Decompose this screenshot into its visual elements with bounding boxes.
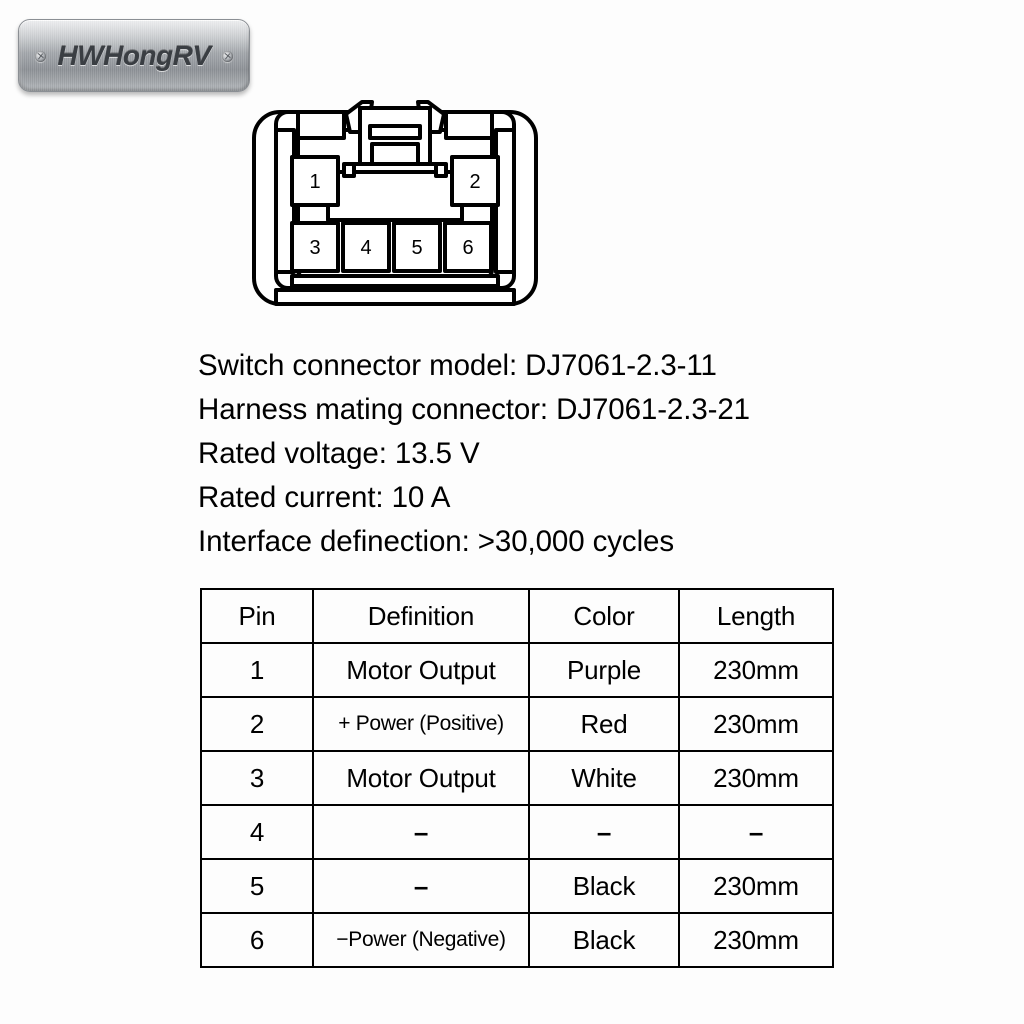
screw-icon-left xyxy=(35,50,46,62)
cell-pin: 3 xyxy=(200,750,314,806)
table-row: 6 −Power (Negative) Black 230mm xyxy=(200,912,834,968)
spec-line-switch-connector-model: Switch connector model: DJ7061-2.3-11 xyxy=(198,349,717,382)
pin-cavity-6 xyxy=(443,221,493,273)
table-row: 2 + Power (Positive) Red 230mm xyxy=(200,696,834,752)
table-row: 5 – Black 230mm xyxy=(200,858,834,914)
table-header-row: Pin Definition Color Length xyxy=(200,588,834,644)
connector-bottom-bar xyxy=(290,274,500,288)
spec-line-rated-voltage: Rated voltage: 13.5 V xyxy=(198,437,480,470)
column-header-length: Length xyxy=(678,588,834,644)
cell-definition: Motor Output xyxy=(312,642,530,698)
cell-length: 230mm xyxy=(678,858,834,914)
column-header-color: Color xyxy=(528,588,680,644)
cell-pin: 4 xyxy=(200,804,314,860)
pin-number-3: 3 xyxy=(309,237,320,259)
pin-number-6: 6 xyxy=(462,237,473,259)
pin-number-4: 4 xyxy=(360,237,371,259)
brushed-metal-texture xyxy=(19,20,249,91)
cell-color: Red xyxy=(528,696,680,752)
screw-icon-right xyxy=(222,50,233,62)
cell-length: 230mm xyxy=(678,912,834,968)
pin-cavity-1 xyxy=(290,155,340,207)
column-header-definition: Definition xyxy=(312,588,530,644)
cell-pin: 5 xyxy=(200,858,314,914)
cell-color: White xyxy=(528,750,680,806)
cell-color: Black xyxy=(528,858,680,914)
cell-color: – xyxy=(528,804,680,860)
connector-diagram: 1 2 3 4 5 6 xyxy=(250,98,540,318)
center-rib-right xyxy=(434,162,448,178)
center-rib-left xyxy=(342,162,356,178)
connector-bottom-lip xyxy=(274,288,516,306)
pin-number-5: 5 xyxy=(411,237,422,259)
table-row: 3 Motor Output White 230mm xyxy=(200,750,834,806)
cell-definition: Motor Output xyxy=(312,750,530,806)
table-row: 1 Motor Output Purple 230mm xyxy=(200,642,834,698)
connector-shoulder-left xyxy=(296,110,346,140)
pin-number-2: 2 xyxy=(469,171,480,193)
spec-line-interface-definection: Interface definection: >30,000 cycles xyxy=(198,525,674,558)
plate-sheen xyxy=(19,20,249,53)
cell-length: 230mm xyxy=(678,642,834,698)
cell-pin: 1 xyxy=(200,642,314,698)
pin-number-1: 1 xyxy=(309,171,320,193)
pin-cavity-2 xyxy=(450,155,500,207)
specification-list: Switch connector model: DJ7061-2.3-11 Ha… xyxy=(198,344,898,564)
center-keying-block xyxy=(326,170,464,222)
pin-cavity-3 xyxy=(290,221,340,273)
brand-logo-plate: HWHongRV xyxy=(18,19,250,92)
latch-slot-upper xyxy=(368,124,422,140)
spec-line-rated-current: Rated current: 10 A xyxy=(198,481,451,514)
pin-cavity-4 xyxy=(341,221,391,273)
connector-svg: 1 2 3 4 5 6 xyxy=(252,100,538,306)
pinout-table: Pin Definition Color Length 1 Motor Outp… xyxy=(200,588,834,968)
pin-cavity-5 xyxy=(392,221,442,273)
cell-color: Black xyxy=(528,912,680,968)
cell-length: 230mm xyxy=(678,696,834,752)
cell-definition: + Power (Positive) xyxy=(312,696,530,752)
cell-length: – xyxy=(678,804,834,860)
cell-definition: – xyxy=(312,858,530,914)
cell-length: 230mm xyxy=(678,750,834,806)
cell-pin: 2 xyxy=(200,696,314,752)
column-header-pin: Pin xyxy=(200,588,314,644)
table-row: 4 – – – xyxy=(200,804,834,860)
connector-shoulder-right xyxy=(444,110,494,140)
spec-line-harness-mating-connector: Harness mating connector: DJ7061-2.3-21 xyxy=(198,393,750,426)
cell-definition: −Power (Negative) xyxy=(312,912,530,968)
cell-color: Purple xyxy=(528,642,680,698)
cell-pin: 6 xyxy=(200,912,314,968)
cell-definition: – xyxy=(312,804,530,860)
brand-name-text: HWHongRV xyxy=(57,39,211,71)
